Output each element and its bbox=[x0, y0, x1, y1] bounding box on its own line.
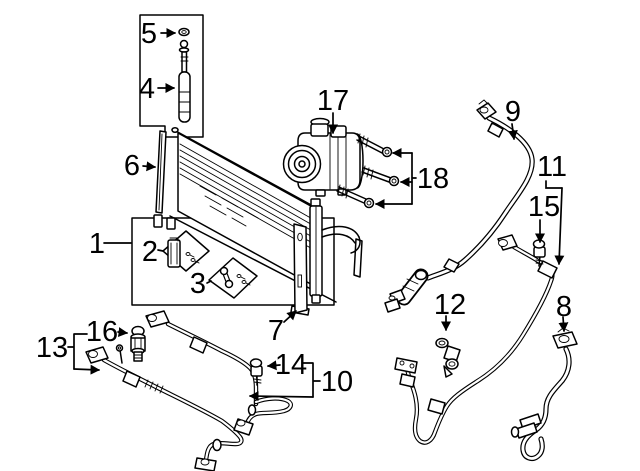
condenser-assembly bbox=[153, 126, 363, 304]
part-10-pipe-assembly bbox=[145, 310, 293, 436]
part-16-sensor bbox=[130, 325, 146, 362]
part-2-mount-kit bbox=[162, 230, 210, 272]
callout-7: 7 bbox=[268, 315, 284, 347]
callout-12: 12 bbox=[434, 289, 466, 321]
callout-11: 11 bbox=[537, 151, 567, 183]
mounting-stud bbox=[115, 344, 124, 364]
callout-1: 1 bbox=[89, 228, 105, 260]
callout-labels: 1 2 3 4 5 6 7 8 9 10 11 12 13 14 15 16 1… bbox=[36, 18, 572, 398]
callout-4: 4 bbox=[139, 73, 155, 105]
condenser-fins bbox=[179, 143, 317, 252]
part-8-hose bbox=[510, 327, 578, 462]
callout-6: 6 bbox=[124, 150, 140, 182]
part-13-pipe-assembly bbox=[85, 325, 244, 471]
part-18-bolts bbox=[336, 133, 400, 209]
condenser-outlet-pipes bbox=[321, 225, 363, 278]
part-6-seal-strip bbox=[155, 130, 167, 214]
callout-5: 5 bbox=[141, 18, 157, 50]
part-17-compressor bbox=[282, 117, 364, 197]
part-5-cap bbox=[178, 27, 190, 37]
part-4-drier-cartridge bbox=[178, 39, 191, 123]
callout-16: 16 bbox=[86, 316, 118, 348]
callout-15: 15 bbox=[528, 191, 560, 223]
callout-9: 9 bbox=[505, 96, 521, 128]
part-3-link-kit bbox=[208, 257, 258, 299]
callout-14: 14 bbox=[275, 349, 307, 381]
part-7-bracket bbox=[290, 223, 310, 316]
callout-13: 13 bbox=[36, 332, 68, 364]
callout-8: 8 bbox=[556, 291, 572, 323]
leader-lines bbox=[67, 28, 569, 402]
part-11-pipe bbox=[394, 234, 558, 445]
part-14-service-valve bbox=[249, 358, 263, 386]
callout-18: 18 bbox=[417, 163, 449, 195]
part-12-clamp-bracket bbox=[435, 337, 461, 378]
part-9-hose bbox=[384, 99, 535, 313]
callout-17: 17 bbox=[317, 85, 349, 117]
callout-10: 10 bbox=[321, 366, 353, 398]
callout-3: 3 bbox=[190, 268, 206, 300]
callout-2: 2 bbox=[142, 236, 158, 268]
